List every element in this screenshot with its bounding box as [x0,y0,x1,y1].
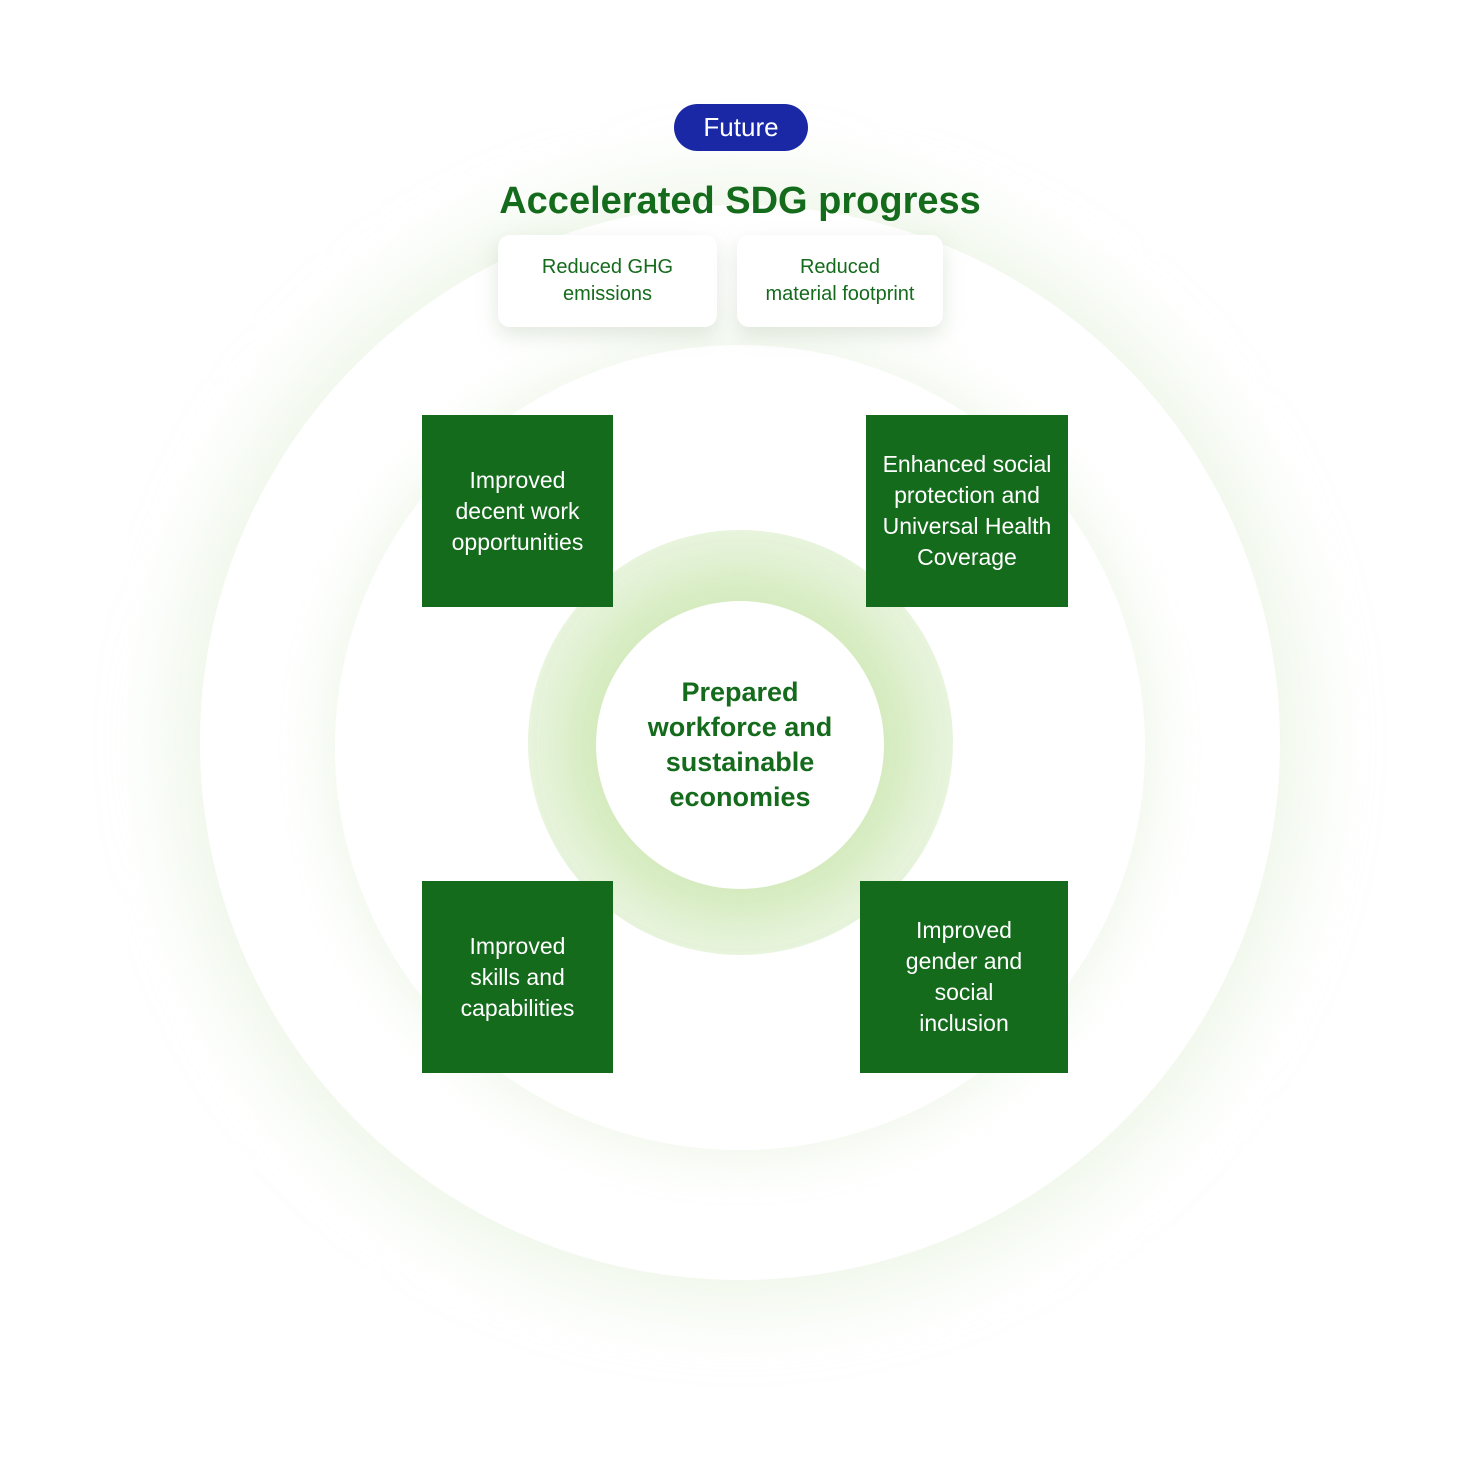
outcome-card-ghg: Reduced GHG emissions [498,235,717,327]
box-skills: Improved skills and capabilities [422,881,613,1073]
center-label: Prepared workforce and sustainable econo… [647,677,833,812]
box-decent-work: Improved decent work opportunities [422,415,613,607]
box-social-protection: Enhanced social protection and Universal… [866,415,1068,607]
box-gender-inclusion: Improved gender and social inclusion [860,881,1068,1073]
outcome-card-material: Reduced material footprint [737,235,943,327]
diagram-title: Accelerated SDG progress [499,180,981,222]
future-badge: Future [674,104,808,151]
center-circle: Prepared workforce and sustainable econo… [596,601,884,889]
